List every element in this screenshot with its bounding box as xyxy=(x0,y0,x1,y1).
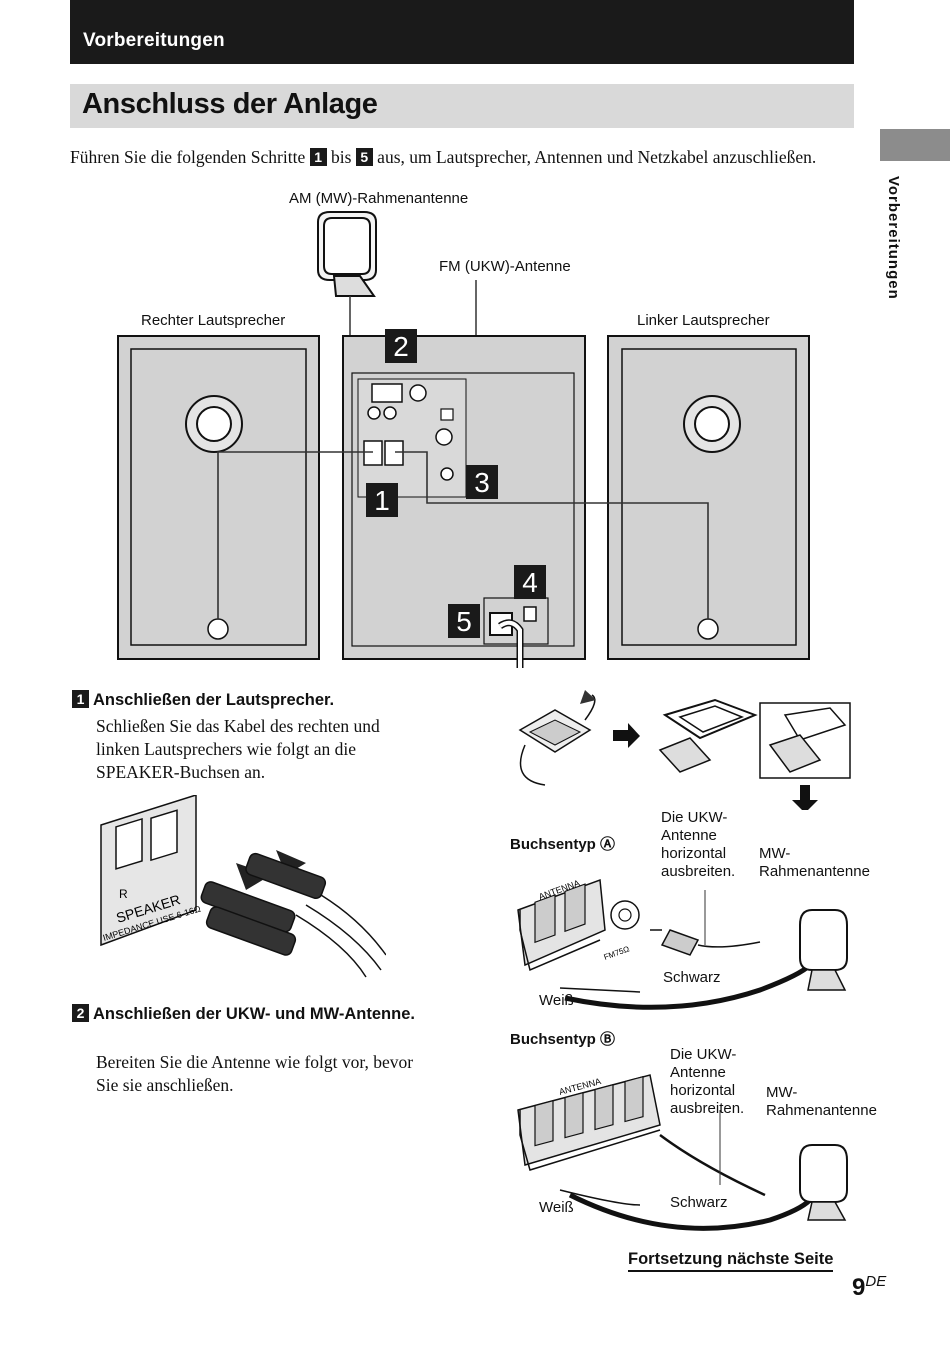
antenna-prep-figure xyxy=(518,690,851,810)
jack-a-figure: ANTENNA FM75Ω xyxy=(517,878,848,1010)
step-number-badge: 5 xyxy=(355,148,373,166)
jack-a-mw-label: MW- Rahmenantenne xyxy=(759,845,870,881)
diagram-step-2: 2 xyxy=(393,331,409,362)
left-speaker xyxy=(607,335,810,660)
step-number-badge: 1 xyxy=(72,690,89,708)
step2-heading: 2 Anschließen der UKW- und MW-Antenne. xyxy=(72,1003,432,1025)
note-line: ausbreiten. xyxy=(670,1100,745,1117)
label-line: Rahmenantenne xyxy=(766,1102,877,1119)
jack-a-ukw-note: Die UKW- Antenne horizontal ausbreiten. xyxy=(661,809,735,881)
main-unit-rear xyxy=(342,335,586,660)
note-line: Die UKW- xyxy=(661,809,728,826)
label-line: MW- xyxy=(759,845,791,862)
section-header-bar: Vorbereitungen xyxy=(70,0,854,64)
step1-heading-text: Anschließen der Lautsprecher. xyxy=(92,691,335,709)
jack-b-white-label: Weiß xyxy=(539,1199,574,1216)
step1-heading: 1 Anschließen der Lautsprecher. xyxy=(72,689,432,711)
step-number-badge: 1 xyxy=(309,148,327,166)
jack-b-black-label: Schwarz xyxy=(670,1194,728,1211)
channel-r-label: R xyxy=(119,887,128,901)
continued-next-page: Fortsetzung nächste Seite xyxy=(628,1250,834,1272)
page-title: Anschluss der Anlage xyxy=(82,88,378,120)
page-language-suffix: DE xyxy=(865,1273,887,1290)
section-header: Vorbereitungen xyxy=(83,30,225,51)
side-tab-marker xyxy=(880,129,950,161)
page-number-value: 9 xyxy=(852,1274,866,1301)
note-line: Antenne xyxy=(670,1064,726,1081)
jack-b-figure: ANTENNA xyxy=(517,1074,848,1231)
jack-type-a-label: Buchsentyp Ⓐ xyxy=(510,836,616,853)
jack-b-ukw-note: Die UKW- Antenne horizontal ausbreiten. xyxy=(670,1046,744,1118)
diagram-step-5: 5 xyxy=(456,606,472,637)
note-line: Antenne xyxy=(661,827,717,844)
note-line: ausbreiten. xyxy=(661,863,736,880)
left-speaker-label: Linker Lautsprecher xyxy=(637,312,770,329)
intro-text-3: aus, um Lautsprecher, Antennen und Netzk… xyxy=(377,147,817,167)
fm-jack-label: FM75Ω xyxy=(603,944,631,962)
right-speaker-label: Rechter Lautsprecher xyxy=(141,312,286,329)
am-antenna-label: AM (MW)-Rahmenantenne xyxy=(289,190,469,207)
page-title-bar: Anschluss der Anlage xyxy=(70,84,854,128)
fm-antenna-label: FM (UKW)-Antenne xyxy=(439,258,571,275)
diagram-step-3: 3 xyxy=(474,467,490,498)
step1-body: Schließen Sie das Kabel des rechten und … xyxy=(96,716,380,782)
intro-text-1: Führen Sie die folgenden Schritte xyxy=(70,147,306,167)
diagram-step-4: 4 xyxy=(522,567,538,598)
am-loop-antenna-icon xyxy=(317,211,377,297)
note-line: Die UKW- xyxy=(670,1046,737,1063)
intro-text-2: bis xyxy=(330,147,352,167)
jack-a-black-label: Schwarz xyxy=(663,969,721,986)
page-number: 9DE xyxy=(852,1273,886,1302)
speaker-terminal-figure: R SPEAKER IMPEDANCE USE 6-16Ω xyxy=(100,795,386,978)
label-line: MW- xyxy=(766,1084,798,1101)
label-line: Rahmenantenne xyxy=(759,863,870,880)
connection-diagram: 2 1 3 4 5 xyxy=(117,211,810,668)
diagram-step-1: 1 xyxy=(374,485,390,516)
jack-type-b-label: Buchsentyp Ⓑ xyxy=(510,1031,616,1048)
jack-a-white-label: Weiß xyxy=(539,992,574,1009)
note-line: horizontal xyxy=(661,845,727,862)
diagram-step-numbers xyxy=(366,329,546,638)
step2-body: Bereiten Sie die Antenne wie folgt vor, … xyxy=(96,1052,414,1095)
jack-b-mw-label: MW- Rahmenantenne xyxy=(766,1084,877,1120)
intro-paragraph: Führen Sie die folgenden Schritte 1 bis … xyxy=(70,146,850,169)
step2-heading-text: Anschließen der UKW- und MW-Antenne. xyxy=(92,1005,415,1023)
step-number-badge: 2 xyxy=(72,1004,89,1022)
note-line: horizontal xyxy=(670,1082,736,1099)
